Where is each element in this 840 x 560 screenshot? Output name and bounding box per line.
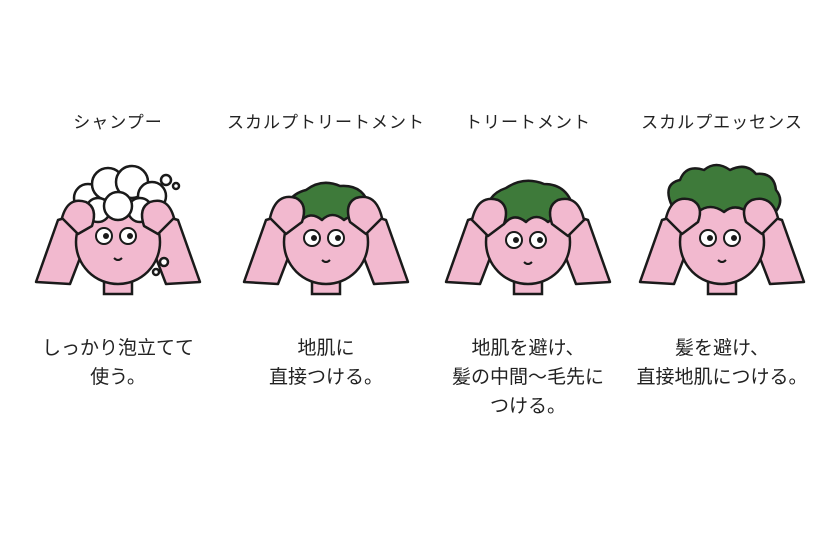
desc-line: 直接つける。 [268, 366, 383, 388]
step-scalp-essence: スカルプエッセンス 髪を避け、 直接地肌につける。 [622, 0, 822, 560]
step-description: 髪を避け、 直接地肌につける。 [612, 334, 832, 392]
desc-line: しっかり泡立てて [41, 337, 194, 359]
desc-line: 地肌に [297, 337, 355, 359]
step-title: スカルプエッセンス [641, 113, 803, 133]
shampoo-foam-icon [34, 164, 202, 296]
scalp-treatment-icon [242, 181, 410, 296]
desc-line: 髪の中間〜毛先に [451, 366, 604, 388]
hair-treatment-icon [444, 179, 612, 296]
scalp-essence-icon [638, 163, 806, 296]
step-title: トリートメント [465, 113, 591, 133]
desc-line: 直接地肌につける。 [636, 366, 808, 388]
step-scalp-treatment: スカルプトリートメント 地肌に 直接つける。 [226, 0, 426, 560]
desc-line: 使う。 [90, 366, 146, 388]
step-title: シャンプー [73, 113, 163, 133]
step-description: しっかり泡立てて 使う。 [8, 334, 228, 392]
step-treatment: トリートメント 地肌を避け、 髪の中間〜毛先に つける。 [428, 0, 628, 560]
desc-line: 髪を避け、 [674, 337, 770, 359]
step-shampoo: シャンプー しっかり泡立て [18, 0, 218, 560]
desc-line: 地肌を避け、 [471, 337, 585, 359]
desc-line: つける。 [489, 395, 566, 417]
step-description: 地肌を避け、 髪の中間〜毛先に つける。 [418, 334, 638, 421]
step-description: 地肌に 直接つける。 [216, 334, 436, 392]
step-title: スカルプトリートメント [227, 113, 425, 133]
